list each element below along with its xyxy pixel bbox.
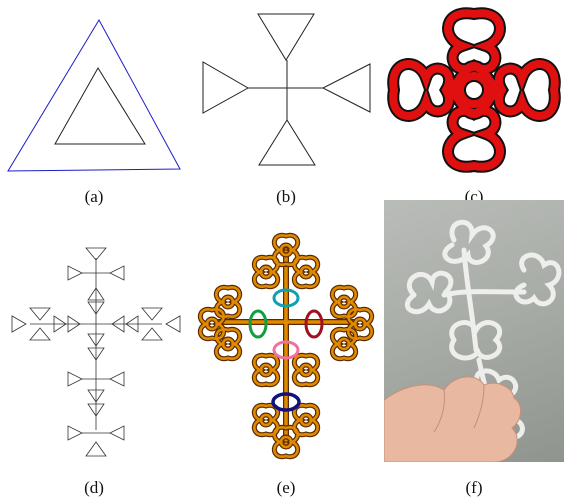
red-celtic-knot [387,7,561,173]
ring-navy [271,392,301,412]
ring-teal [272,288,300,308]
caption-f: (f) [465,478,483,497]
triangle-top [257,13,315,61]
panel-e: (e) [188,230,384,500]
white-knot-sculpture [384,219,562,462]
caption-b: (b) [276,187,296,206]
panel-b: (b) [188,0,384,206]
caption-e: (e) [276,478,296,497]
hand [384,376,521,462]
triangle-bottom [258,119,316,166]
caption-a: (a) [84,187,104,206]
ring-maroon [304,309,324,339]
caption-d: (d) [84,478,104,497]
ring-pink [272,340,300,360]
outer-triangle [7,18,181,172]
triangle-cross-graph [202,13,371,166]
triangle-left [202,61,250,114]
nested-triangles-diagram [7,18,181,172]
panel-d: (d) [0,230,188,500]
panel-c: (c) [384,0,564,206]
inner-triangle [54,67,146,145]
photo-printed-knot [384,200,564,462]
orange-knot-cross [188,230,384,470]
ring-green [248,309,268,339]
fractal-triangle-cross [11,247,181,457]
panel-a: (a) [0,0,188,206]
triangle-right [321,63,371,113]
